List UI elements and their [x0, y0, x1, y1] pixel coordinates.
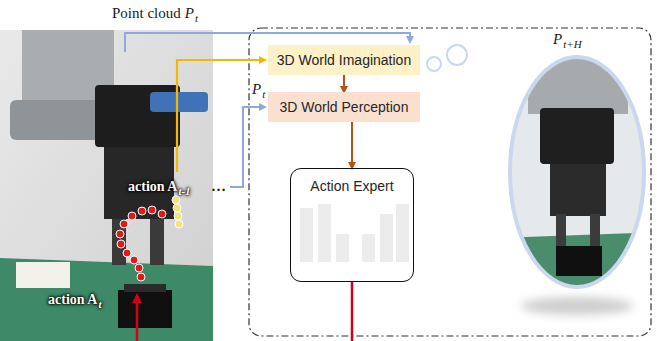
future-image-part [556, 214, 566, 248]
perception-box: 3D World Perception [268, 92, 420, 122]
future-image-part [528, 56, 628, 114]
box-label: 3D World Perception [280, 99, 409, 115]
future-image-part [590, 214, 600, 248]
past-action-dots-part [173, 204, 181, 212]
annotation-label: P [553, 31, 562, 47]
annotation-label: P [252, 81, 261, 97]
robot-photo-part [16, 262, 70, 288]
action-bars-part [396, 204, 409, 262]
subscript: t [98, 298, 101, 310]
past-action-dots-part [174, 212, 182, 220]
robot-photo-part [118, 290, 172, 328]
subscript: t [195, 12, 198, 24]
perception-wire [230, 107, 265, 187]
trajectory-dots-part [116, 230, 124, 238]
annotation-label: P [185, 5, 194, 21]
label-group: action At-1 [128, 179, 191, 197]
trajectory-dots [116, 206, 166, 281]
trajectory-dots-part [117, 240, 125, 248]
robot-photo-part [150, 219, 164, 265]
action-bars [300, 204, 409, 262]
trajectory-dots-part [137, 273, 145, 281]
past-action-dots-part [175, 220, 183, 228]
box-label: 3D World Imagination [277, 52, 411, 68]
imagination-box: 3D World Imagination [268, 45, 420, 75]
annotation-label: action A [48, 292, 97, 307]
future-image-part [556, 246, 602, 276]
thought-bubbles-part [427, 57, 441, 71]
robot-photo-part [0, 258, 213, 341]
action-output-line [351, 282, 354, 341]
annotation-label: Point cloud [112, 5, 181, 21]
action-history-wire [177, 60, 265, 172]
robot-photo-part [150, 92, 208, 112]
action-expert-box: Action Expert [290, 168, 414, 282]
past-action-dots-part [172, 196, 180, 204]
robot-photo [0, 30, 213, 341]
trajectory-dots-part [148, 206, 156, 214]
action-bars-part [380, 214, 393, 262]
action-bars-part [362, 234, 375, 262]
box-label: Action Expert [310, 178, 393, 194]
action-bars-part [300, 208, 313, 262]
robot-photo-part [124, 284, 166, 292]
label-group: action At [48, 292, 101, 310]
subscript: t+H [563, 38, 581, 50]
robot-photo-part [10, 100, 105, 140]
subscript: t-1 [178, 185, 190, 197]
annotation-label: … [211, 178, 226, 194]
label-group: Point cloudPt [112, 5, 198, 24]
label-group: … [211, 178, 226, 195]
label-group: Pt+H [553, 31, 582, 50]
annotation-label: action A [128, 179, 177, 194]
trajectory-dots-part [135, 264, 143, 272]
action-output-arrow [136, 296, 139, 341]
action-bars-part [318, 204, 331, 262]
action-bars-part [336, 234, 349, 262]
robot-photo-part [0, 30, 213, 341]
thought-bubbles-part [447, 45, 467, 65]
thought-bubbles [427, 45, 467, 71]
oval-shadow [521, 297, 633, 315]
trajectory-dots-part [120, 220, 128, 228]
trajectory-dots-part [158, 210, 166, 218]
subscript: t [262, 88, 265, 100]
future-image-part [500, 50, 657, 300]
trajectory-dots-part [130, 256, 138, 264]
label-group: Pt [252, 81, 265, 100]
trajectory-dots-part [123, 249, 131, 257]
imagination-oval [510, 57, 644, 287]
flow-arrow [351, 122, 353, 168]
future-image [500, 50, 657, 300]
future-image-part [550, 164, 606, 216]
trajectory-dots-part [138, 207, 146, 215]
trajectory-dots-part [128, 212, 136, 220]
past-action-dots [172, 196, 183, 228]
flow-arrow [343, 75, 345, 92]
future-image-part [540, 108, 614, 164]
dashed-frame [249, 28, 651, 336]
